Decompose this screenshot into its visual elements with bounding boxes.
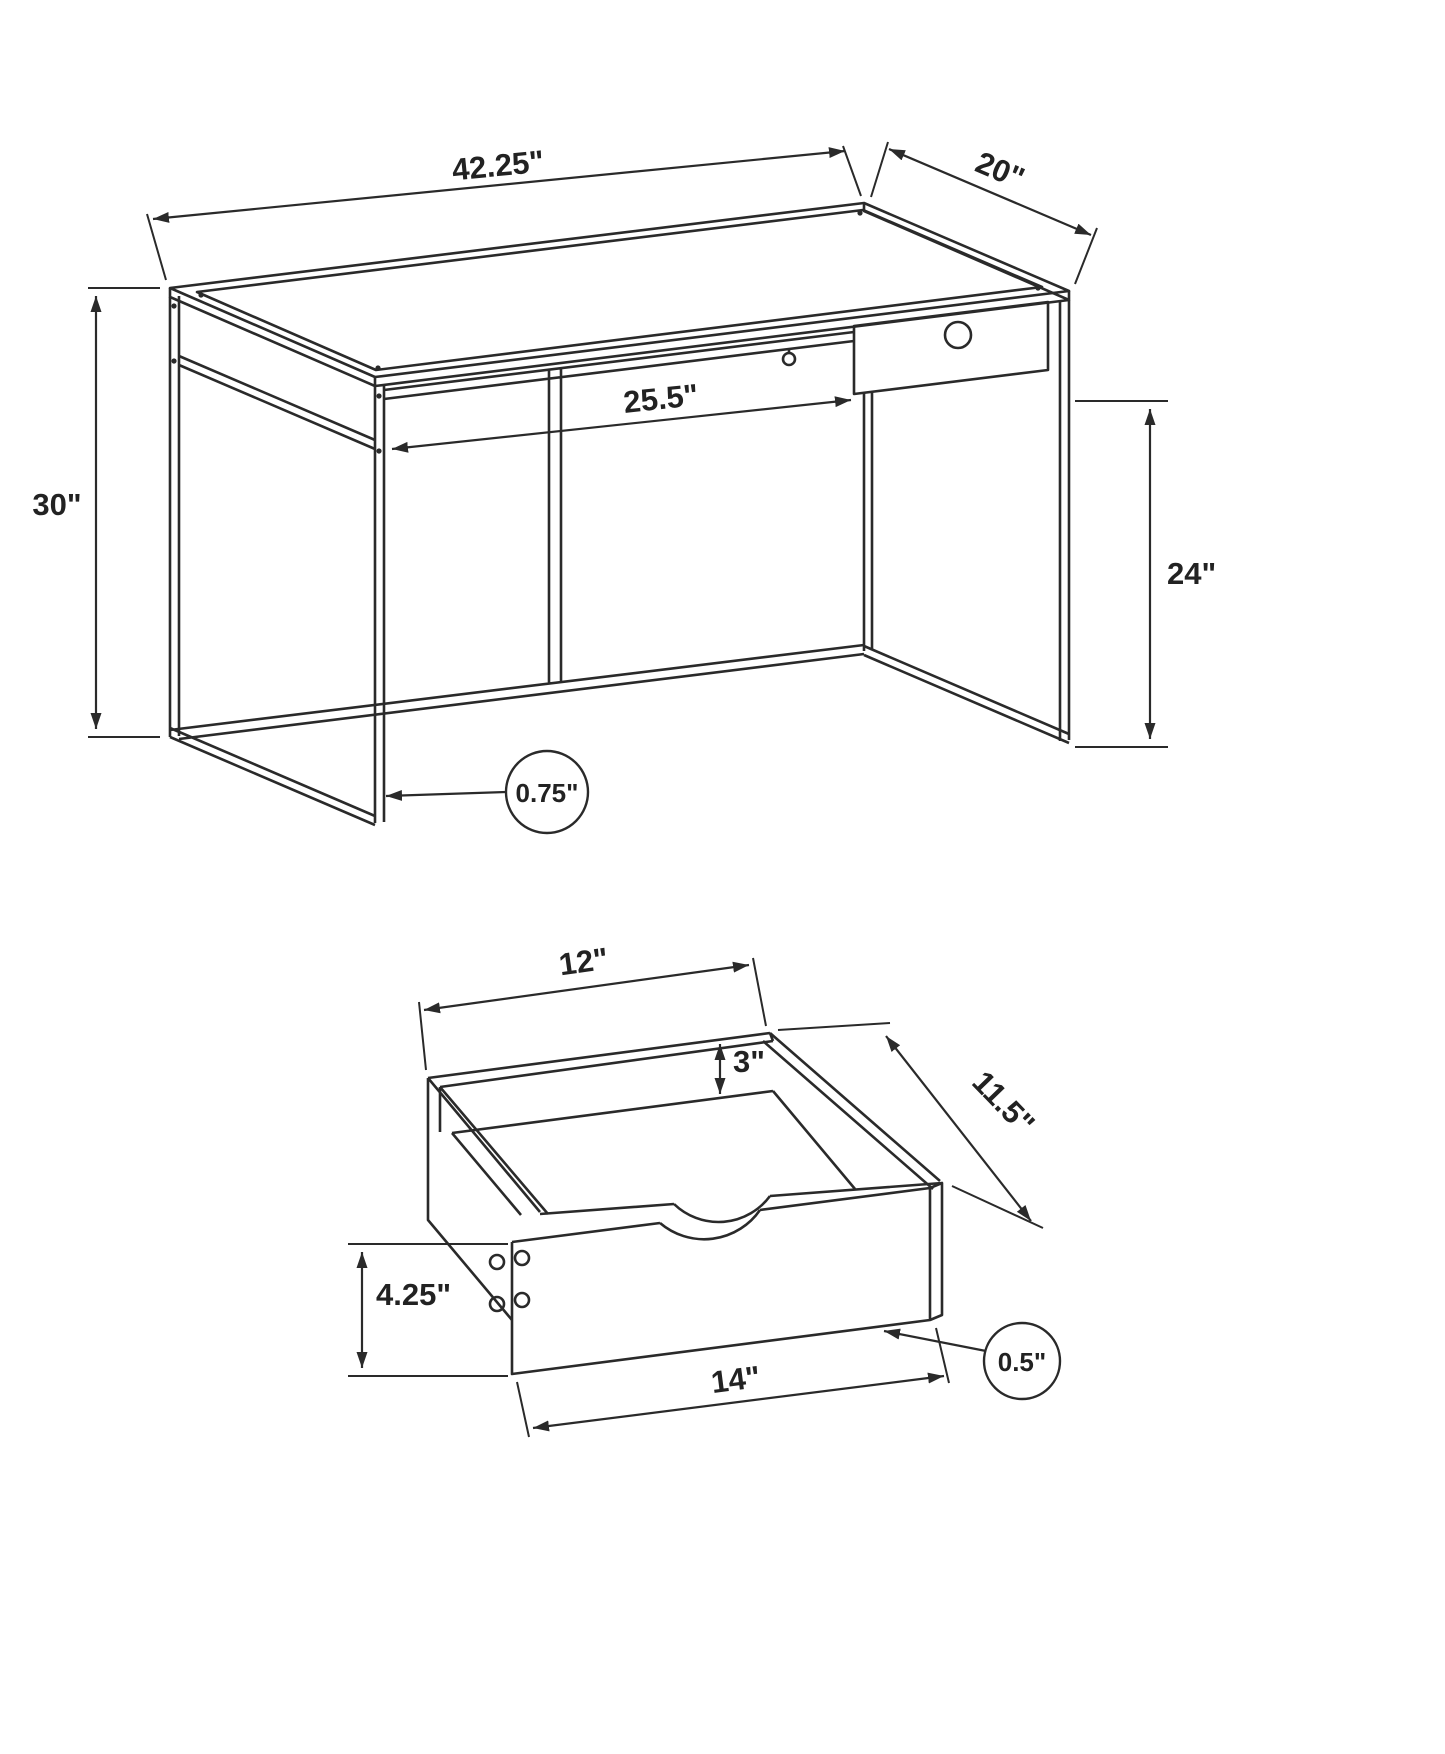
desk-drawer-finger-hole [943, 320, 973, 350]
drawer-figure: 12" 3" 11.5" 4.25" 14" 0.5" [348, 941, 1062, 1438]
dim-label-panel-thickness: 0.5" [998, 1347, 1046, 1377]
dim-label-depth: 11.5" [965, 1064, 1041, 1141]
dim-arrow-inner-width [423, 961, 750, 1014]
screw-hole [488, 1295, 506, 1313]
screw-hole [513, 1249, 531, 1267]
rivet-dot [171, 303, 177, 309]
desk-top-thickness-edges [168, 203, 1071, 388]
panel-callout-bubble [982, 1321, 1062, 1401]
tube-callout-bubble [504, 749, 590, 835]
rivet-dot [376, 448, 382, 454]
drawer-interior-edges [451, 1089, 856, 1216]
drawer-left-wall [426, 1077, 549, 1321]
screw-hole [513, 1291, 531, 1309]
apron-hook-detail [781, 351, 797, 367]
rivet-dots [171, 210, 1041, 454]
dim-arrow-top-depth [888, 147, 1092, 237]
drawer-extension-lines [348, 957, 1044, 1438]
tube-callout-leader [385, 789, 507, 801]
screw-hole [488, 1253, 506, 1271]
dim-label-inner-width: 12" [557, 941, 611, 982]
drawer-screw-holes [488, 1249, 531, 1313]
desk-legs [168, 296, 1071, 823]
dim-arrow-depth [885, 1035, 1032, 1222]
rivet-dot [171, 358, 177, 364]
dim-label-overall-height: 30" [32, 487, 81, 522]
dim-label-outer-width: 14" [709, 1359, 762, 1400]
desk-drawer-front [852, 300, 1050, 396]
dim-arrow-knee-width [391, 396, 852, 453]
desk-extension-lines [88, 141, 1168, 748]
desk-rails [169, 330, 1070, 827]
dim-arrow-outer-width [532, 1372, 945, 1432]
dim-label-knee-height: 24" [1167, 556, 1216, 591]
rivet-dot [198, 292, 204, 298]
rivet-dot [857, 210, 863, 216]
drawer-front-panel [510, 1181, 944, 1376]
desk-top-outline [168, 201, 1071, 379]
dim-label-inner-height: 3" [733, 1044, 765, 1079]
rivet-dot [375, 365, 381, 371]
rivet-dot [376, 393, 382, 399]
dim-label-knee-width: 25.5" [622, 377, 700, 420]
dim-arrow-top-width [152, 147, 846, 223]
drawer-back-panel [427, 1031, 775, 1132]
dim-label-front-height: 4.25" [376, 1277, 451, 1312]
rivet-dot [1035, 285, 1041, 291]
dim-label-frame-tube: 0.75" [516, 778, 579, 808]
desk-figure: 42.25" 20" 30" 25.5" 24" 0.75" [32, 141, 1216, 835]
panel-callout-leader [883, 1328, 987, 1353]
